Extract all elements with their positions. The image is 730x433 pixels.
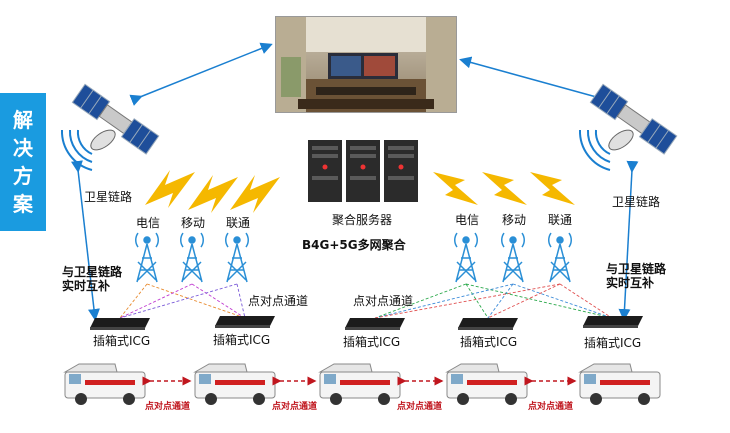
carrier-label: 联通 <box>548 213 573 227</box>
carrier-label: 电信 <box>455 213 480 227</box>
satellite-link-label: 卫星链路 <box>612 195 661 209</box>
icg-label: 插箱式ICG <box>213 333 271 347</box>
carrier-label: 联通 <box>226 216 251 230</box>
ambulance-icon <box>63 363 146 405</box>
icg-device-icon <box>458 318 518 330</box>
icg-label: 插箱式ICG <box>343 335 401 349</box>
server-icon <box>308 140 418 202</box>
vehicle-p2p-label: 点对点通道 <box>528 402 574 412</box>
lightning-icon <box>482 172 527 205</box>
icg-label: 插箱式ICG <box>584 336 642 350</box>
conference-room-photo <box>275 16 457 113</box>
icg-device-icon <box>345 318 405 330</box>
p2p-channel-label: 点对点通道 <box>248 294 309 308</box>
lightning-icon <box>433 172 478 205</box>
satellite-down-link-right <box>618 160 639 321</box>
vehicle-p2p-label: 点对点通道 <box>272 402 318 412</box>
lightning-icon <box>230 175 280 213</box>
ambulance-icon <box>318 363 401 405</box>
tower-icon <box>180 232 204 283</box>
side-tab-char: 解 <box>13 108 33 132</box>
satellite-down-link-left <box>71 160 100 321</box>
tower-icon <box>225 232 249 283</box>
backup-label: 与卫星链路 <box>62 265 123 279</box>
tower-icon <box>548 232 572 283</box>
backup-label: 实时互补 <box>606 276 655 290</box>
p2p-channel-label: 点对点通道 <box>353 294 414 308</box>
tower-icon <box>501 232 525 283</box>
icg-device-icon <box>215 316 275 328</box>
icg-label: 插箱式ICG <box>460 335 518 349</box>
aggregation-label: B4G+5G多网聚合 <box>302 238 406 252</box>
side-tab-char: 方 <box>13 164 33 188</box>
backup-label: 实时互补 <box>62 279 111 293</box>
side-tab-char: 案 <box>13 192 33 216</box>
satellite-link-label: 卫星链路 <box>84 190 133 204</box>
backup-label: 与卫星链路 <box>606 262 667 276</box>
lightning-icon <box>530 172 575 205</box>
lightning-icon <box>188 175 238 213</box>
side-tab-char: 决 <box>13 136 33 160</box>
solution-tab: 解 决 方 案 <box>0 93 46 231</box>
tower-icon <box>454 232 478 283</box>
satellite-room-link-right <box>459 56 611 107</box>
ambulances <box>63 363 661 405</box>
icg-label: 插箱式ICG <box>93 334 151 348</box>
vehicle-p2p-label: 点对点通道 <box>145 402 191 412</box>
carrier-label: 电信 <box>136 216 161 230</box>
tower-icons <box>135 232 572 283</box>
carrier-label: 移动 <box>181 216 206 230</box>
lightning-icons <box>145 170 575 213</box>
satellite-icon <box>578 83 678 171</box>
tower-icon <box>135 232 159 283</box>
icg-device-icon <box>90 318 150 330</box>
satellite-icon <box>60 83 160 171</box>
vehicle-p2p-label: 点对点通道 <box>397 402 443 412</box>
tower-icg-links <box>119 283 613 319</box>
icg-device-icon <box>583 316 643 328</box>
server-label: 聚合服务器 <box>332 213 393 227</box>
icg-devices <box>90 316 643 330</box>
conference-room-image <box>276 17 456 112</box>
carrier-label: 移动 <box>502 213 527 227</box>
satellite-room-link-left <box>129 42 273 106</box>
ambulance-icon <box>193 363 276 405</box>
ambulance-icon <box>578 363 661 405</box>
lightning-icon <box>145 170 195 208</box>
ambulance-icon <box>445 363 528 405</box>
